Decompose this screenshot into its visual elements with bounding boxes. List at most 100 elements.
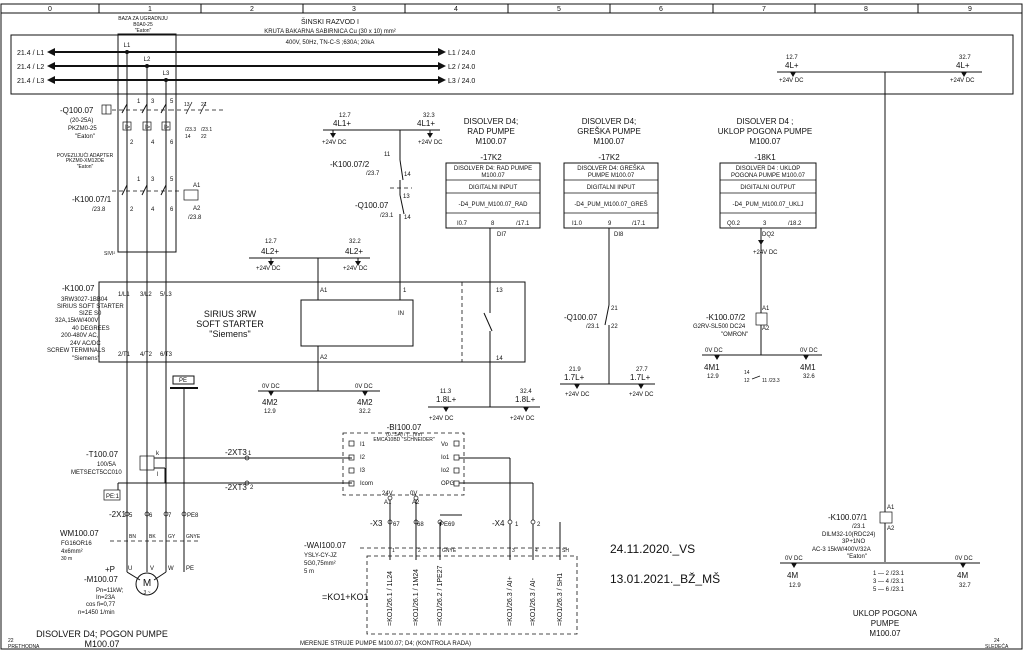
motor-tag: -M100.07 bbox=[84, 575, 118, 584]
contact-map: 5 — 6 /23.1 bbox=[873, 587, 905, 593]
k100-1b-tag: -K100.07/1 bbox=[828, 513, 868, 522]
wai-type: YSLY-CY-JZ bbox=[304, 553, 337, 559]
busbar-spec: 400V, 50Hz, TN-C-S ;630A; 20kA bbox=[286, 40, 375, 46]
grey-label: SIVI² bbox=[104, 251, 115, 257]
busbar-title: ŠINSKI RAZVOD I bbox=[301, 17, 359, 26]
contact-map: 1 — 2 /23.1 bbox=[873, 571, 905, 577]
core-color: GNYE bbox=[186, 534, 201, 540]
coil-a2: A2 bbox=[887, 526, 895, 532]
adapter-label: POVEZUJUĆI ADAPTER bbox=[57, 152, 114, 159]
m-name: 4M bbox=[957, 571, 968, 580]
busbar-in-label: 21.4 / L1 bbox=[17, 50, 44, 57]
zero-v: 0V DC bbox=[955, 556, 973, 562]
x4-pin: 1 bbox=[515, 522, 519, 528]
supply-unit: +24V DC bbox=[629, 392, 654, 398]
supply-name: 4L+ bbox=[956, 61, 970, 70]
transducer-pin: Vo bbox=[441, 442, 449, 448]
signal-tag: =KO1/26.2 / 1PE27 bbox=[437, 565, 444, 626]
revision-note: 24.11.2020._VS bbox=[610, 542, 695, 556]
plc-output-start: DISOLVER D4 ; UKLOP POGONA PUMPE M100.07… bbox=[693, 117, 822, 384]
core-color: BN bbox=[129, 534, 136, 540]
q100-21-ref: /23.1 bbox=[586, 324, 600, 330]
q100-aux: 22 bbox=[201, 134, 207, 140]
contact-pin: 13 bbox=[403, 194, 410, 200]
control-0v-4m2: 0V DC 0V DC 4M2 12.9 4M2 32.2 bbox=[258, 362, 380, 415]
transducer-a1: A1 bbox=[384, 500, 392, 506]
signal-tag: =KO1/26.3 / AI+ bbox=[507, 576, 514, 626]
prev-page-link[interactable]: PRETHODNA bbox=[8, 644, 40, 650]
ref-from: 12.7 bbox=[339, 113, 351, 119]
q100-aux-ref: /23.1 bbox=[201, 127, 212, 133]
next-page-link[interactable]: SLEDEĆA bbox=[985, 643, 1009, 650]
m2-ref: 32.2 bbox=[359, 409, 371, 415]
motor-cable: WM100.07 FG16OR16 4x6mm² 30 m BN BK GY G… bbox=[60, 529, 201, 562]
io-ref: /17.1 bbox=[632, 221, 646, 227]
supply-name: 4L2+ bbox=[345, 247, 363, 256]
uklop-caption: M100.07 bbox=[869, 629, 901, 638]
io-channel: DQ2 bbox=[762, 232, 775, 238]
signal-terminals: -X3 67 68 PE69 -X4 1 2 -WAI100.07 YSLY-C… bbox=[300, 514, 578, 647]
xt3-pin: 2 bbox=[250, 485, 254, 491]
k100-1-tag: -K100.07/1 bbox=[72, 195, 112, 204]
supply-name: 4L1+ bbox=[417, 119, 435, 128]
transducer-pin: I3 bbox=[360, 468, 366, 474]
zero-v: 0V DC bbox=[785, 556, 803, 562]
contactor-coil-block: A1 A2 -K100.07/1 /23.1 DILM32-10(RDC24) … bbox=[780, 505, 980, 638]
k100-1-term: 1 bbox=[137, 177, 141, 183]
base-label: "Eaton" bbox=[135, 28, 152, 34]
motor-caption: DISOLVER D4; POGON PUMPE bbox=[36, 629, 168, 639]
io-heading: UKLOP POGONA PUMPE bbox=[718, 127, 813, 136]
q100-aux-tag: -Q100.07 bbox=[355, 201, 389, 210]
io-pin: 3 bbox=[763, 221, 767, 227]
m2-name: 4M2 bbox=[262, 398, 278, 407]
x1-pin: 5 bbox=[129, 513, 133, 519]
signal-tags: =KO1/26.1 / 1L24 =KO1/26.1 / 1M24 =KO1/2… bbox=[387, 565, 564, 626]
supply-0v: 0V bbox=[410, 491, 417, 497]
supply-unit: +24V DC bbox=[510, 416, 535, 422]
supply-unit: +24V DC bbox=[418, 140, 443, 146]
io-heading: RAD PUMPE bbox=[467, 127, 515, 136]
ref-from: 11.3 bbox=[440, 389, 452, 395]
x3-tag: -X3 bbox=[370, 519, 383, 528]
cable-tag: WM100.07 bbox=[60, 529, 99, 538]
ref-to: 32.2 bbox=[349, 239, 361, 245]
wai-core: 4 bbox=[535, 548, 538, 554]
q100-21-tag: -Q100.07 bbox=[564, 313, 598, 322]
ss-in-term: 1/L1 bbox=[118, 292, 130, 298]
motor-term: W bbox=[168, 566, 174, 572]
ss-title: SOFT STARTER bbox=[196, 319, 264, 329]
k100-1-ref: /23.8 bbox=[92, 207, 106, 213]
transducer-pin: I1 bbox=[360, 442, 366, 448]
current-transformer: -T100.07 100/5A METSECT5CC010 k l PE:1 -… bbox=[71, 448, 347, 501]
base-label: B0A0-25 bbox=[133, 22, 153, 28]
k100-1b-ref: /23.1 bbox=[852, 524, 866, 530]
bi100-range: (0...5A) / (...)Vm bbox=[386, 432, 422, 438]
q100-term: 4 bbox=[151, 140, 155, 146]
m1-ref: 32.6 bbox=[803, 374, 815, 380]
k100-2b-maker: "OMRON" bbox=[721, 332, 748, 338]
revision-note: 13.01.2021._BŽ_MŠ bbox=[610, 571, 720, 586]
ss-t1: 1 bbox=[403, 288, 407, 294]
k100-1b-type: DILM32-10(RDC24) bbox=[822, 532, 875, 538]
transducer-pin: I2 bbox=[360, 455, 366, 461]
coil-a1: A1 bbox=[887, 505, 895, 511]
x3-pin: 68 bbox=[417, 522, 424, 528]
contact-ref: 14 bbox=[744, 370, 750, 376]
q100-range: (20-25A) bbox=[70, 118, 93, 124]
wai-core: 1 bbox=[392, 548, 395, 554]
coil-a1: A1 bbox=[762, 306, 770, 312]
io-type: DIGITALNI OUTPUT bbox=[740, 185, 796, 191]
io-heading: DISOLVER D4 ; bbox=[737, 117, 794, 126]
x4-tag: -X4 bbox=[492, 519, 505, 528]
io-addr: I0.7 bbox=[457, 221, 468, 227]
q100-aux: 13 bbox=[184, 102, 190, 108]
motor-symbol bbox=[135, 572, 159, 596]
io-tag: -18K1 bbox=[754, 153, 776, 162]
transducer-pin: Io2 bbox=[441, 468, 450, 474]
core-color: GY bbox=[168, 534, 176, 540]
column-ruler: 0 1 2 3 4 5 6 7 8 9 bbox=[48, 4, 972, 13]
soft-starter-box bbox=[98, 281, 526, 363]
busbar-out-label: L2 / 24.0 bbox=[448, 64, 475, 71]
control-supply-4l1: 12.7 4L1+ +24V DC 32.3 4L1+ +24V DC 11 1… bbox=[322, 113, 443, 282]
io-heading: M100.07 bbox=[593, 137, 625, 146]
